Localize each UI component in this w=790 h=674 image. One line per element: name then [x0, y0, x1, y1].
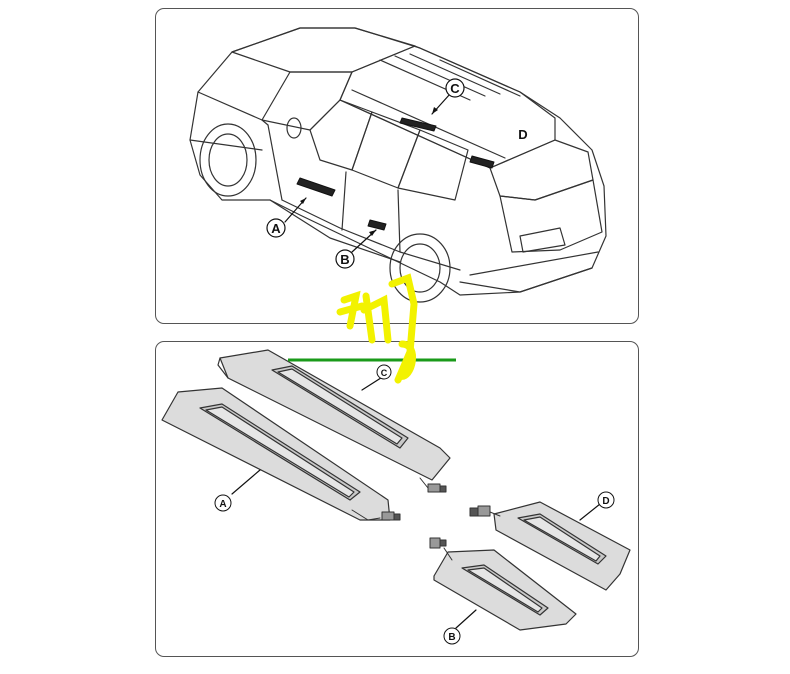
callout-bottom-d-label: D	[602, 496, 609, 507]
callout-bottom-d: D	[597, 491, 615, 509]
callout-top-c-label: C	[450, 81, 460, 96]
treadplate-d	[493, 501, 631, 591]
vehicle-overview-panel	[155, 8, 639, 324]
callout-top-d-label: D	[518, 127, 527, 142]
callout-top-d: D	[518, 127, 527, 142]
wiring-connectors	[351, 477, 501, 561]
callout-top-c: C	[445, 78, 465, 98]
callout-top-b: B	[335, 249, 355, 269]
treadplate-a	[161, 387, 391, 521]
callout-bottom-c-label: C	[381, 368, 388, 378]
callout-bottom-c: C	[376, 364, 392, 380]
treadplate-c	[217, 349, 451, 481]
leader-lines-top	[284, 93, 451, 253]
callout-bottom-b: B	[443, 627, 461, 645]
callout-bottom-a-label: A	[219, 499, 226, 510]
callout-bottom-b-label: B	[448, 632, 455, 643]
callout-top-a-label: A	[271, 221, 281, 236]
callout-top-a: A	[266, 218, 286, 238]
watermark-mark	[336, 273, 418, 384]
treadplate-locations	[296, 117, 495, 231]
callout-bottom-a: A	[214, 494, 232, 512]
callout-top-b-label: B	[340, 252, 349, 267]
vehicle-drawing	[189, 27, 607, 303]
treadplate-b	[433, 549, 577, 631]
